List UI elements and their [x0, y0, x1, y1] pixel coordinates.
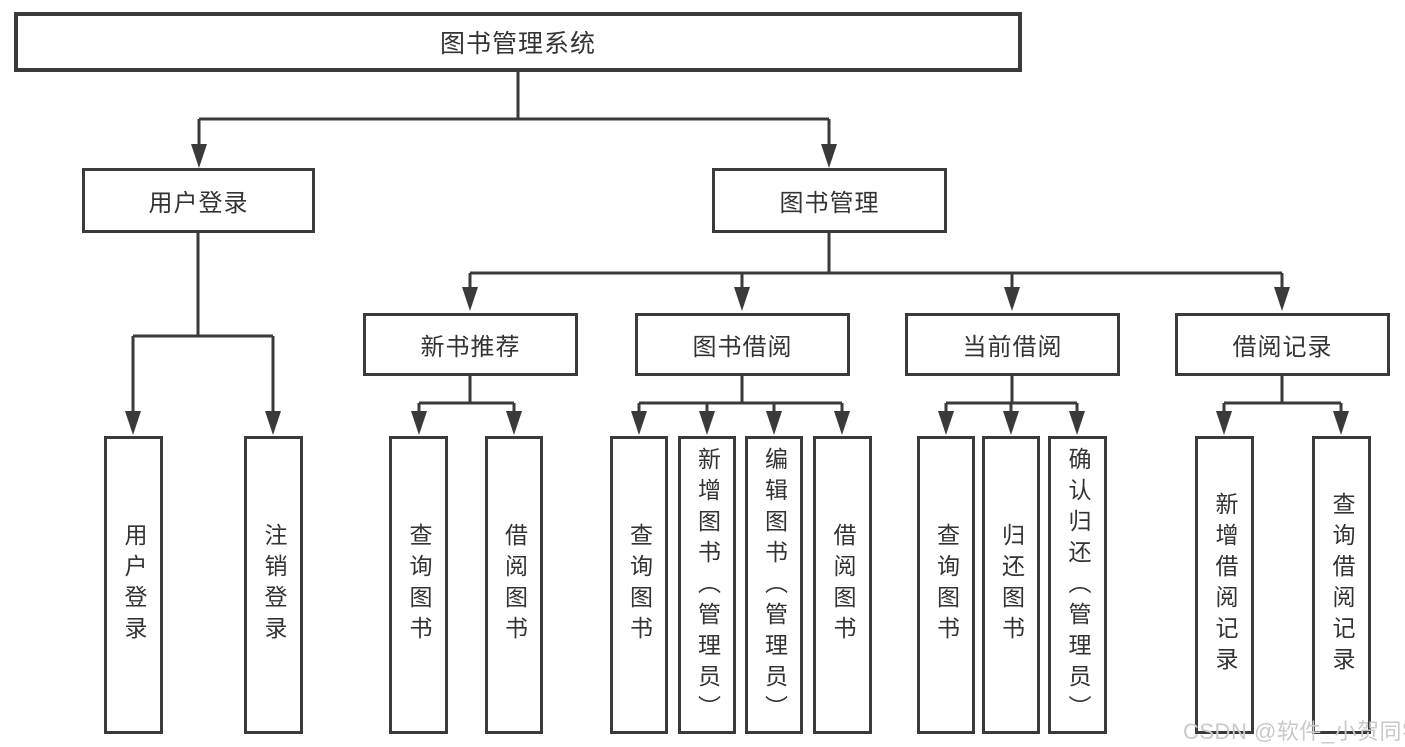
node-new-book-recommend: 新书推荐	[363, 313, 578, 376]
leaf-records-query-borrow-record: 查询借阅记录	[1312, 436, 1371, 734]
leaf-records-add-borrow-record: 新增借阅记录	[1195, 436, 1254, 734]
leaf-borrowing-query-books: 查询图书	[610, 436, 668, 734]
leaf-logout: 注销登录	[244, 436, 303, 734]
leaf-borrowing-edit-books-admin: 编辑图书（管理员）	[745, 436, 803, 734]
node-borrowing-records: 借阅记录	[1175, 313, 1390, 376]
connector-current-borrowing-to-leaves	[938, 376, 1085, 435]
connector-book-mgmt-to-level3	[462, 233, 1290, 311]
leaf-current-query-books: 查询图书	[917, 436, 975, 734]
node-current-borrowing: 当前借阅	[905, 313, 1120, 376]
leaf-newbook-query-books: 查询图书	[389, 436, 448, 734]
node-book-borrowing: 图书借阅	[635, 313, 850, 376]
leaf-current-return-books: 归还图书	[982, 436, 1040, 734]
connector-user-login-to-leaves	[125, 233, 281, 435]
node-root-system: 图书管理系统	[14, 12, 1022, 72]
leaf-borrowing-add-books-admin: 新增图书（管理员）	[678, 436, 736, 734]
connector-new-book-rec-to-leaves	[411, 376, 522, 435]
node-book-management: 图书管理	[712, 168, 947, 233]
connector-book-borrowing-to-leaves	[631, 376, 850, 435]
csdn-watermark: CSDN @软件_小贺同学	[1183, 719, 1405, 744]
leaf-borrowing-borrow-books: 借阅图书	[813, 436, 872, 734]
leaf-user-login: 用户登录	[104, 436, 163, 734]
leaf-current-confirm-return-admin: 确认归还（管理员）	[1048, 436, 1107, 734]
leaf-newbook-borrow-books: 借阅图书	[485, 436, 543, 734]
node-user-login: 用户登录	[82, 168, 315, 233]
connector-borrowing-records-to-leaves	[1216, 376, 1349, 435]
connector-root-to-level2	[191, 72, 837, 168]
